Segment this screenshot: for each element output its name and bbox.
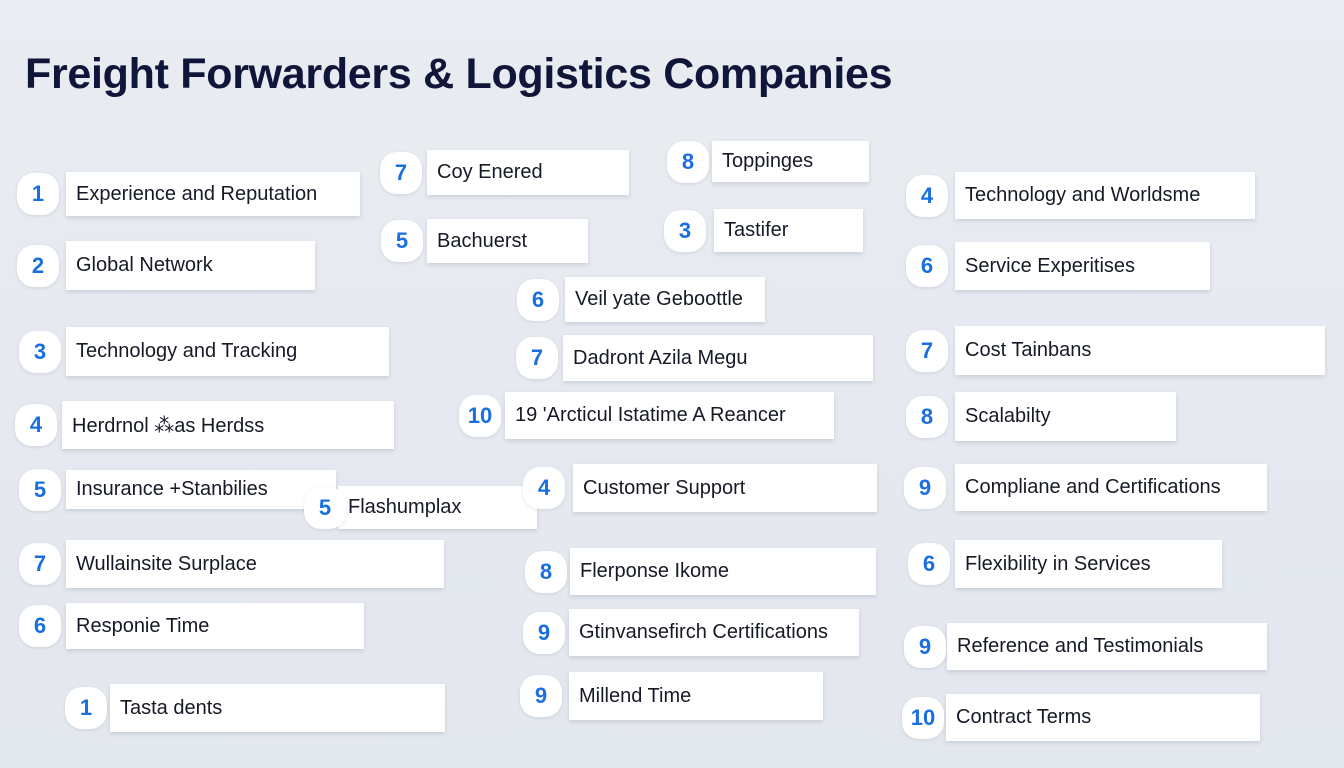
item-label: Gtinvansefirch Certifications — [569, 609, 859, 656]
number-badge: 6 — [906, 245, 948, 287]
item-label: Bachuerst — [427, 219, 588, 263]
number-badge: 9 — [904, 466, 946, 509]
number-badge: 2 — [17, 244, 59, 287]
item-label: Veil yate Geboottle — [565, 277, 765, 322]
number-badge: 6 — [517, 278, 559, 321]
item-label: Contract Terms — [946, 694, 1260, 741]
item-label: Insurance +Stanbilies — [66, 470, 336, 509]
item-label: Wullainsite Surplace — [66, 540, 444, 588]
item-label: Global Network — [66, 241, 315, 290]
number-badge: 3 — [664, 209, 706, 252]
number-badge: 1 — [65, 687, 107, 729]
item-label: Cost Tainbans — [955, 326, 1325, 375]
number-badge: 4 — [906, 174, 948, 217]
number-badge: 7 — [906, 329, 948, 372]
number-badge: 5 — [381, 220, 423, 262]
item-label: Tastifer — [714, 209, 863, 252]
number-badge: 4 — [15, 404, 57, 446]
number-badge: 7 — [19, 543, 61, 585]
item-label: Tasta dents — [110, 684, 445, 732]
item-label: Customer Support — [573, 464, 877, 512]
item-label: Service Experitises — [955, 242, 1210, 290]
number-badge: 10 — [902, 696, 944, 739]
item-label: Experience and Reputation — [66, 172, 360, 216]
number-badge: 9 — [523, 611, 565, 654]
page-title: Freight Forwarders & Logistics Companies — [25, 50, 893, 98]
item-label: Responie Time — [66, 603, 364, 649]
number-badge: 10 — [459, 394, 501, 437]
item-label: Scalabilty — [955, 392, 1176, 441]
item-label: Reference and Testimonials — [947, 623, 1267, 670]
item-label: Toppinges — [712, 141, 869, 182]
number-badge: 9 — [520, 675, 562, 717]
item-label: Herdrnol ⁂as Herdss — [62, 401, 394, 449]
item-label: Dadront Azila Megu — [563, 335, 873, 381]
number-badge: 3 — [19, 330, 61, 373]
item-label: Millend Time — [569, 672, 823, 720]
number-badge: 8 — [667, 140, 709, 183]
number-badge: 5 — [304, 486, 346, 529]
number-badge: 6 — [19, 605, 61, 647]
number-badge: 7 — [380, 151, 422, 194]
item-label: Technology and Tracking — [66, 327, 389, 376]
number-badge: 9 — [904, 625, 946, 668]
number-badge: 5 — [19, 468, 61, 511]
number-badge: 8 — [906, 395, 948, 438]
number-badge: 7 — [516, 337, 558, 379]
number-badge: 1 — [17, 173, 59, 215]
item-label: Flashumplax — [338, 486, 537, 529]
item-label: Compliane and Certifications — [955, 464, 1267, 511]
item-label: Flerponse Ikome — [570, 548, 876, 595]
item-label: Coy Enered — [427, 150, 629, 195]
item-label: 19 'Arcticul Istatime A Reancer — [505, 392, 834, 439]
item-label: Technology and Worldsme — [955, 172, 1255, 219]
number-badge: 4 — [523, 467, 565, 509]
number-badge: 8 — [525, 550, 567, 593]
number-badge: 6 — [908, 543, 950, 585]
item-label: Flexibility in Services — [955, 540, 1222, 588]
